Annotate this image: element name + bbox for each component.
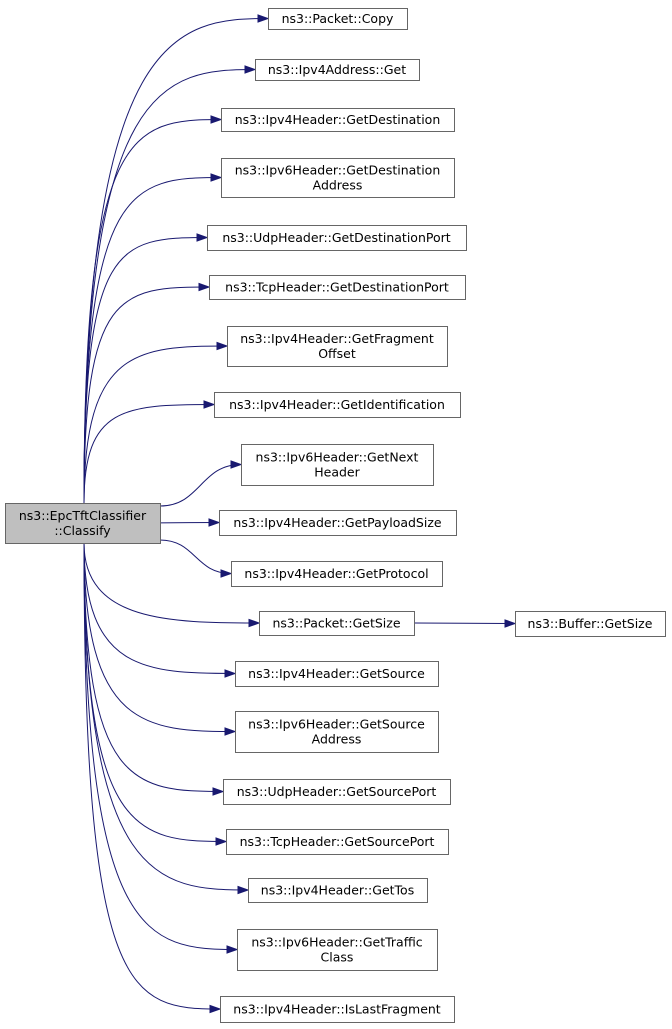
node-label: ns3::Ipv6Header::GetDestination (235, 163, 441, 178)
node-label: ns3::Ipv4Header::GetTos (261, 883, 414, 898)
node-box (241, 444, 434, 486)
node-label: Address (313, 178, 363, 193)
node-ipv4header-getidentification[interactable]: ns3::Ipv4Header::GetIdentification (214, 392, 461, 418)
node-label: ns3::Ipv4Header::GetIdentification (229, 397, 445, 412)
node-box (235, 711, 439, 753)
nodes-layer: ns3::EpcTftClassifier::Classifyns3::Pack… (5, 8, 666, 1023)
node-label: Class (321, 950, 354, 965)
node-ipv4address-get[interactable]: ns3::Ipv4Address::Get (255, 59, 420, 81)
node-box (226, 829, 449, 855)
node-packet-getsize[interactable]: ns3::Packet::GetSize (259, 611, 415, 636)
node-label: ns3::Buffer::GetSize (528, 616, 653, 631)
node-box (219, 510, 457, 536)
edge-ipv4address-get (83, 65, 257, 504)
node-box (207, 225, 467, 251)
node-box (235, 661, 439, 687)
node-label: Header (314, 465, 360, 480)
edge-ipv4header-getdestination (83, 115, 223, 504)
edge-ipv6header-getdestinationaddress (83, 173, 223, 504)
edge-ipv6header-gettrafficclass (83, 542, 239, 954)
edge-ipv4header-gettos (83, 542, 250, 895)
edges-layer (83, 14, 517, 1014)
edge-ipv4header-getsource (83, 542, 237, 678)
edge-packet-getsize (83, 542, 261, 628)
node-label: ns3::Ipv6Header::GetSource (248, 717, 425, 732)
node-box (5, 503, 161, 544)
node-box (223, 779, 451, 805)
node-box (227, 326, 448, 367)
node-box (231, 561, 443, 587)
node-label: Offset (318, 346, 356, 361)
node-label: ns3::Packet::Copy (282, 11, 394, 26)
edge-ipv4header-getpayloadsize (159, 518, 221, 527)
node-label: ns3::UdpHeader::GetSourcePort (237, 784, 437, 799)
node-tcpheader-getdestinationport[interactable]: ns3::TcpHeader::GetDestinationPort (209, 275, 466, 300)
node-box (221, 158, 455, 198)
node-label: ns3::Ipv4Header::GetProtocol (244, 566, 428, 581)
node-ipv4header-getdestination[interactable]: ns3::Ipv4Header::GetDestination (221, 108, 455, 132)
edge-tcpheader-getdestinationport (83, 282, 211, 504)
node-label: ns3::Packet::GetSize (272, 616, 400, 631)
node-box (237, 929, 438, 971)
node-label: ns3::EpcTftClassifier (19, 508, 147, 523)
node-label: ::Classify (54, 523, 111, 538)
node-box (248, 878, 428, 903)
node-box (221, 108, 455, 132)
node-udpheader-getdestinationport[interactable]: ns3::UdpHeader::GetDestinationPort (207, 225, 467, 251)
node-box (255, 59, 420, 81)
node-label: ns3::Ipv4Header::GetDestination (235, 112, 441, 127)
node-box (268, 8, 408, 30)
node-box (259, 611, 415, 636)
edge-ipv4header-getprotocol (159, 539, 233, 578)
node-tcpheader-getsourceport[interactable]: ns3::TcpHeader::GetSourcePort (226, 829, 449, 855)
edge-ipv4header-getfragmentoffset (83, 341, 229, 504)
edge-ipv6header-getnextheader (159, 460, 243, 507)
edge-tcpheader-getsourceport (83, 542, 228, 846)
node-classify[interactable]: ns3::EpcTftClassifier::Classify (5, 503, 161, 544)
node-box (515, 611, 666, 637)
node-ipv4header-islastfragment[interactable]: ns3::Ipv4Header::IsLastFragment (220, 996, 455, 1023)
node-label: ns3::TcpHeader::GetDestinationPort (225, 280, 449, 295)
node-box (209, 275, 466, 300)
edge-ipv6header-getsourceaddress (83, 542, 237, 736)
node-label: ns3::Ipv6Header::GetTraffic (251, 935, 422, 950)
edge-udpheader-getdestinationport (83, 233, 209, 504)
node-ipv4header-getprotocol[interactable]: ns3::Ipv4Header::GetProtocol (231, 561, 443, 587)
node-buffer-getsize[interactable]: ns3::Buffer::GetSize (515, 611, 666, 637)
node-ipv4header-getpayloadsize[interactable]: ns3::Ipv4Header::GetPayloadSize (219, 510, 457, 536)
node-box (220, 996, 455, 1023)
edge-packet-copy (83, 14, 270, 504)
edge-ipv4header-getidentification (83, 400, 216, 504)
node-label: ns3::UdpHeader::GetDestinationPort (222, 230, 450, 245)
edge-udpheader-getsourceport (83, 542, 225, 796)
node-label: ns3::Ipv4Header::IsLastFragment (233, 1002, 441, 1017)
node-udpheader-getsourceport[interactable]: ns3::UdpHeader::GetSourcePort (223, 779, 451, 805)
node-ipv4header-getsource[interactable]: ns3::Ipv4Header::GetSource (235, 661, 439, 687)
edge-packet-getsize-buffer-getsize (413, 619, 517, 628)
node-label: ns3::TcpHeader::GetSourcePort (240, 834, 435, 849)
node-label: Address (312, 732, 362, 747)
node-label: ns3::Ipv4Header::GetPayloadSize (233, 515, 441, 530)
node-label: ns3::Ipv4Header::GetFragment (240, 331, 434, 346)
node-label: ns3::Ipv4Header::GetSource (248, 666, 425, 681)
node-box (214, 392, 461, 418)
node-ipv4header-gettos[interactable]: ns3::Ipv4Header::GetTos (248, 878, 428, 903)
node-label: ns3::Ipv4Address::Get (268, 62, 406, 77)
node-label: ns3::Ipv6Header::GetNext (256, 450, 419, 465)
node-packet-copy[interactable]: ns3::Packet::Copy (268, 8, 408, 30)
edge-ipv4header-islastfragment (83, 542, 222, 1014)
